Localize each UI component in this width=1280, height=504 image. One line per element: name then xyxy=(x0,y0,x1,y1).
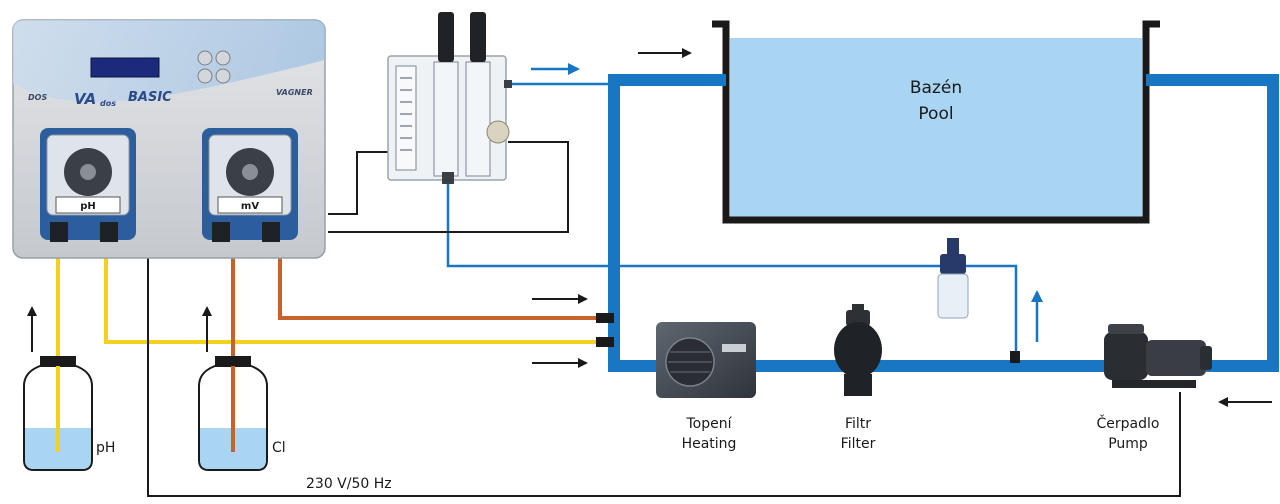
filter-handle xyxy=(852,304,864,312)
filter-tank xyxy=(834,322,882,378)
dosing-controller: DOS VA dos BASIC VAGNER pH mV xyxy=(12,19,326,259)
pump-strainer xyxy=(1104,332,1148,380)
cl-pump-fitting-out xyxy=(262,222,280,242)
pump-label-en: Pump xyxy=(1108,436,1148,452)
pool-label-en: Pool xyxy=(918,104,953,124)
cl-pump-fitting-in xyxy=(212,222,230,242)
pool-water xyxy=(730,38,1142,218)
cl-pump-hub xyxy=(242,164,258,180)
cl-pump-plate xyxy=(217,196,283,214)
ph-pump-plate xyxy=(55,196,121,214)
ph-pump-label: pH xyxy=(80,201,96,212)
probe-holder xyxy=(387,12,512,184)
circulation-pump: Čerpadlo Pump xyxy=(1097,324,1212,452)
power-label: 230 V/50 Hz xyxy=(306,476,392,492)
cl-tank: Cl xyxy=(198,356,286,471)
ph-pump-fitting-out xyxy=(100,222,118,242)
direction-arrows xyxy=(27,48,1272,407)
cl-injection-point xyxy=(596,313,614,323)
heating-label-en: Heating xyxy=(682,436,737,452)
ph-tank: pH xyxy=(23,356,115,471)
controller-wave xyxy=(13,20,325,102)
sensor-cable-2 xyxy=(328,141,569,233)
flowmeter-tube xyxy=(395,65,417,171)
brand-sub: dos xyxy=(100,99,116,108)
ph-tank-cap xyxy=(40,356,76,366)
pool-label-cz: Bazén xyxy=(910,78,962,98)
heating-label-cz: Topení xyxy=(685,416,732,432)
sensor-cable-1 xyxy=(328,151,392,215)
brand-maker: VAGNER xyxy=(276,88,313,97)
filter-valve xyxy=(846,310,870,326)
brand-left: VA xyxy=(74,90,96,108)
probe-holder-outlet xyxy=(504,80,512,88)
cables: 230 V/50 Hz xyxy=(147,141,1181,497)
heat-pump-badge xyxy=(722,344,746,352)
sample-filter-head xyxy=(940,254,966,274)
ph-tank-label: pH xyxy=(96,440,115,456)
sample-filter xyxy=(937,238,969,319)
cl-pump-label: mV xyxy=(241,201,259,212)
probe-chamber-orp xyxy=(465,61,491,177)
pool: Bazén Pool xyxy=(712,20,1160,224)
power-cable xyxy=(147,258,1181,497)
sample-feed-line xyxy=(446,178,1018,358)
sample-filter-bowl xyxy=(937,273,969,319)
key-enter[interactable] xyxy=(215,68,231,84)
controller-display xyxy=(90,57,160,78)
controller-keypad xyxy=(197,50,231,84)
flowmeter-scale xyxy=(400,77,412,151)
pump-motor xyxy=(1146,340,1206,376)
pool-wall xyxy=(712,20,1160,224)
cl-dosing-line xyxy=(231,258,598,440)
ph-pump-fitting-in xyxy=(50,222,68,242)
sand-filter: Filtr Filter xyxy=(834,304,882,452)
sample-filter-valve xyxy=(947,238,959,254)
pump-motor-cap xyxy=(1200,346,1212,370)
key-up[interactable] xyxy=(197,50,213,66)
suction-pipe xyxy=(1146,74,1279,372)
probe-orp xyxy=(470,12,486,62)
cl-tank-cap xyxy=(215,356,251,366)
heat-pump: Topení Heating xyxy=(656,322,756,452)
chemical-lines xyxy=(56,258,614,440)
probe-ph xyxy=(438,12,454,62)
probe-holder-valve xyxy=(486,120,510,144)
ph-pump-hub xyxy=(80,164,96,180)
ph-dosing-line xyxy=(56,258,598,440)
cl-tank-label: Cl xyxy=(272,440,286,456)
pump-base xyxy=(1112,380,1196,388)
filter-base xyxy=(844,374,872,396)
ph-pump: pH xyxy=(40,128,136,242)
brand-corner: DOS xyxy=(28,93,47,102)
pump-lid xyxy=(1108,324,1144,334)
sample-tap xyxy=(1010,351,1020,363)
cl-pump: mV xyxy=(202,128,298,242)
pump-label-cz: Čerpadlo xyxy=(1097,414,1160,432)
key-down[interactable] xyxy=(197,68,213,84)
filter-label-cz: Filtr xyxy=(845,416,871,432)
brand-right: BASIC xyxy=(128,90,172,105)
probe-chamber-ph xyxy=(433,61,459,177)
filter-label-en: Filter xyxy=(841,436,876,452)
key-menu[interactable] xyxy=(215,50,231,66)
ph-injection-point xyxy=(596,337,614,347)
probe-holder-inlet xyxy=(442,172,454,184)
sample-line xyxy=(446,63,1043,363)
